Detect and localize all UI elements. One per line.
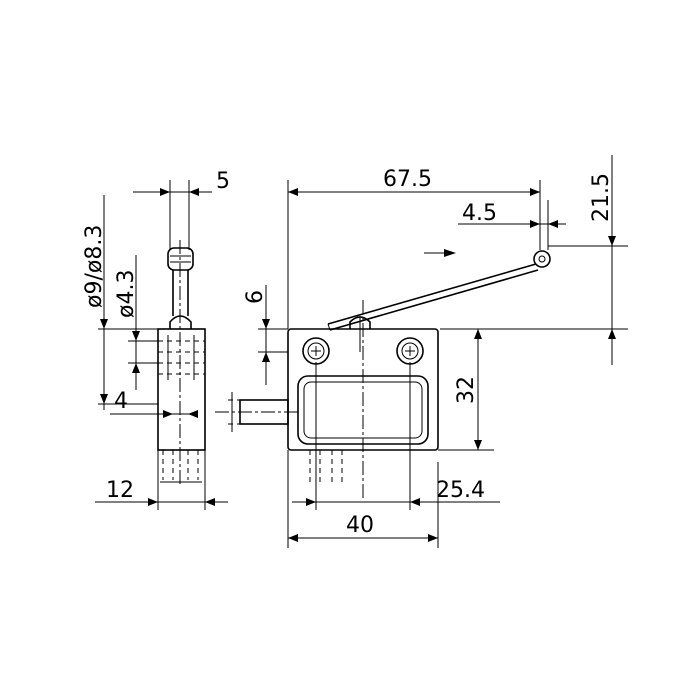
dim-21-5: 21.5 <box>589 173 614 222</box>
side-view: 5 ø9/ø8.3 ø4.3 4 12 <box>82 169 230 510</box>
dim-32: 32 <box>454 376 479 404</box>
dim-4: 4 <box>114 389 128 414</box>
dim-40: 40 <box>346 513 374 538</box>
dim-4-5: 4.5 <box>462 201 497 226</box>
roller <box>533 250 551 268</box>
plunger <box>349 316 371 329</box>
dim-67-5: 67.5 <box>383 167 432 192</box>
dim-12: 12 <box>106 478 134 503</box>
dim-6: 6 <box>243 290 268 304</box>
dim-d43: ø4.3 <box>114 270 139 318</box>
dim-25-4: 25.4 <box>436 478 485 503</box>
side-body <box>157 328 206 451</box>
dim-d9-d83: ø9/ø8.3 <box>82 225 107 308</box>
dim-5: 5 <box>216 169 230 194</box>
front-view: 67.5 4.5 21.5 6 32 25.4 <box>215 155 628 548</box>
lever-arm <box>327 263 537 325</box>
